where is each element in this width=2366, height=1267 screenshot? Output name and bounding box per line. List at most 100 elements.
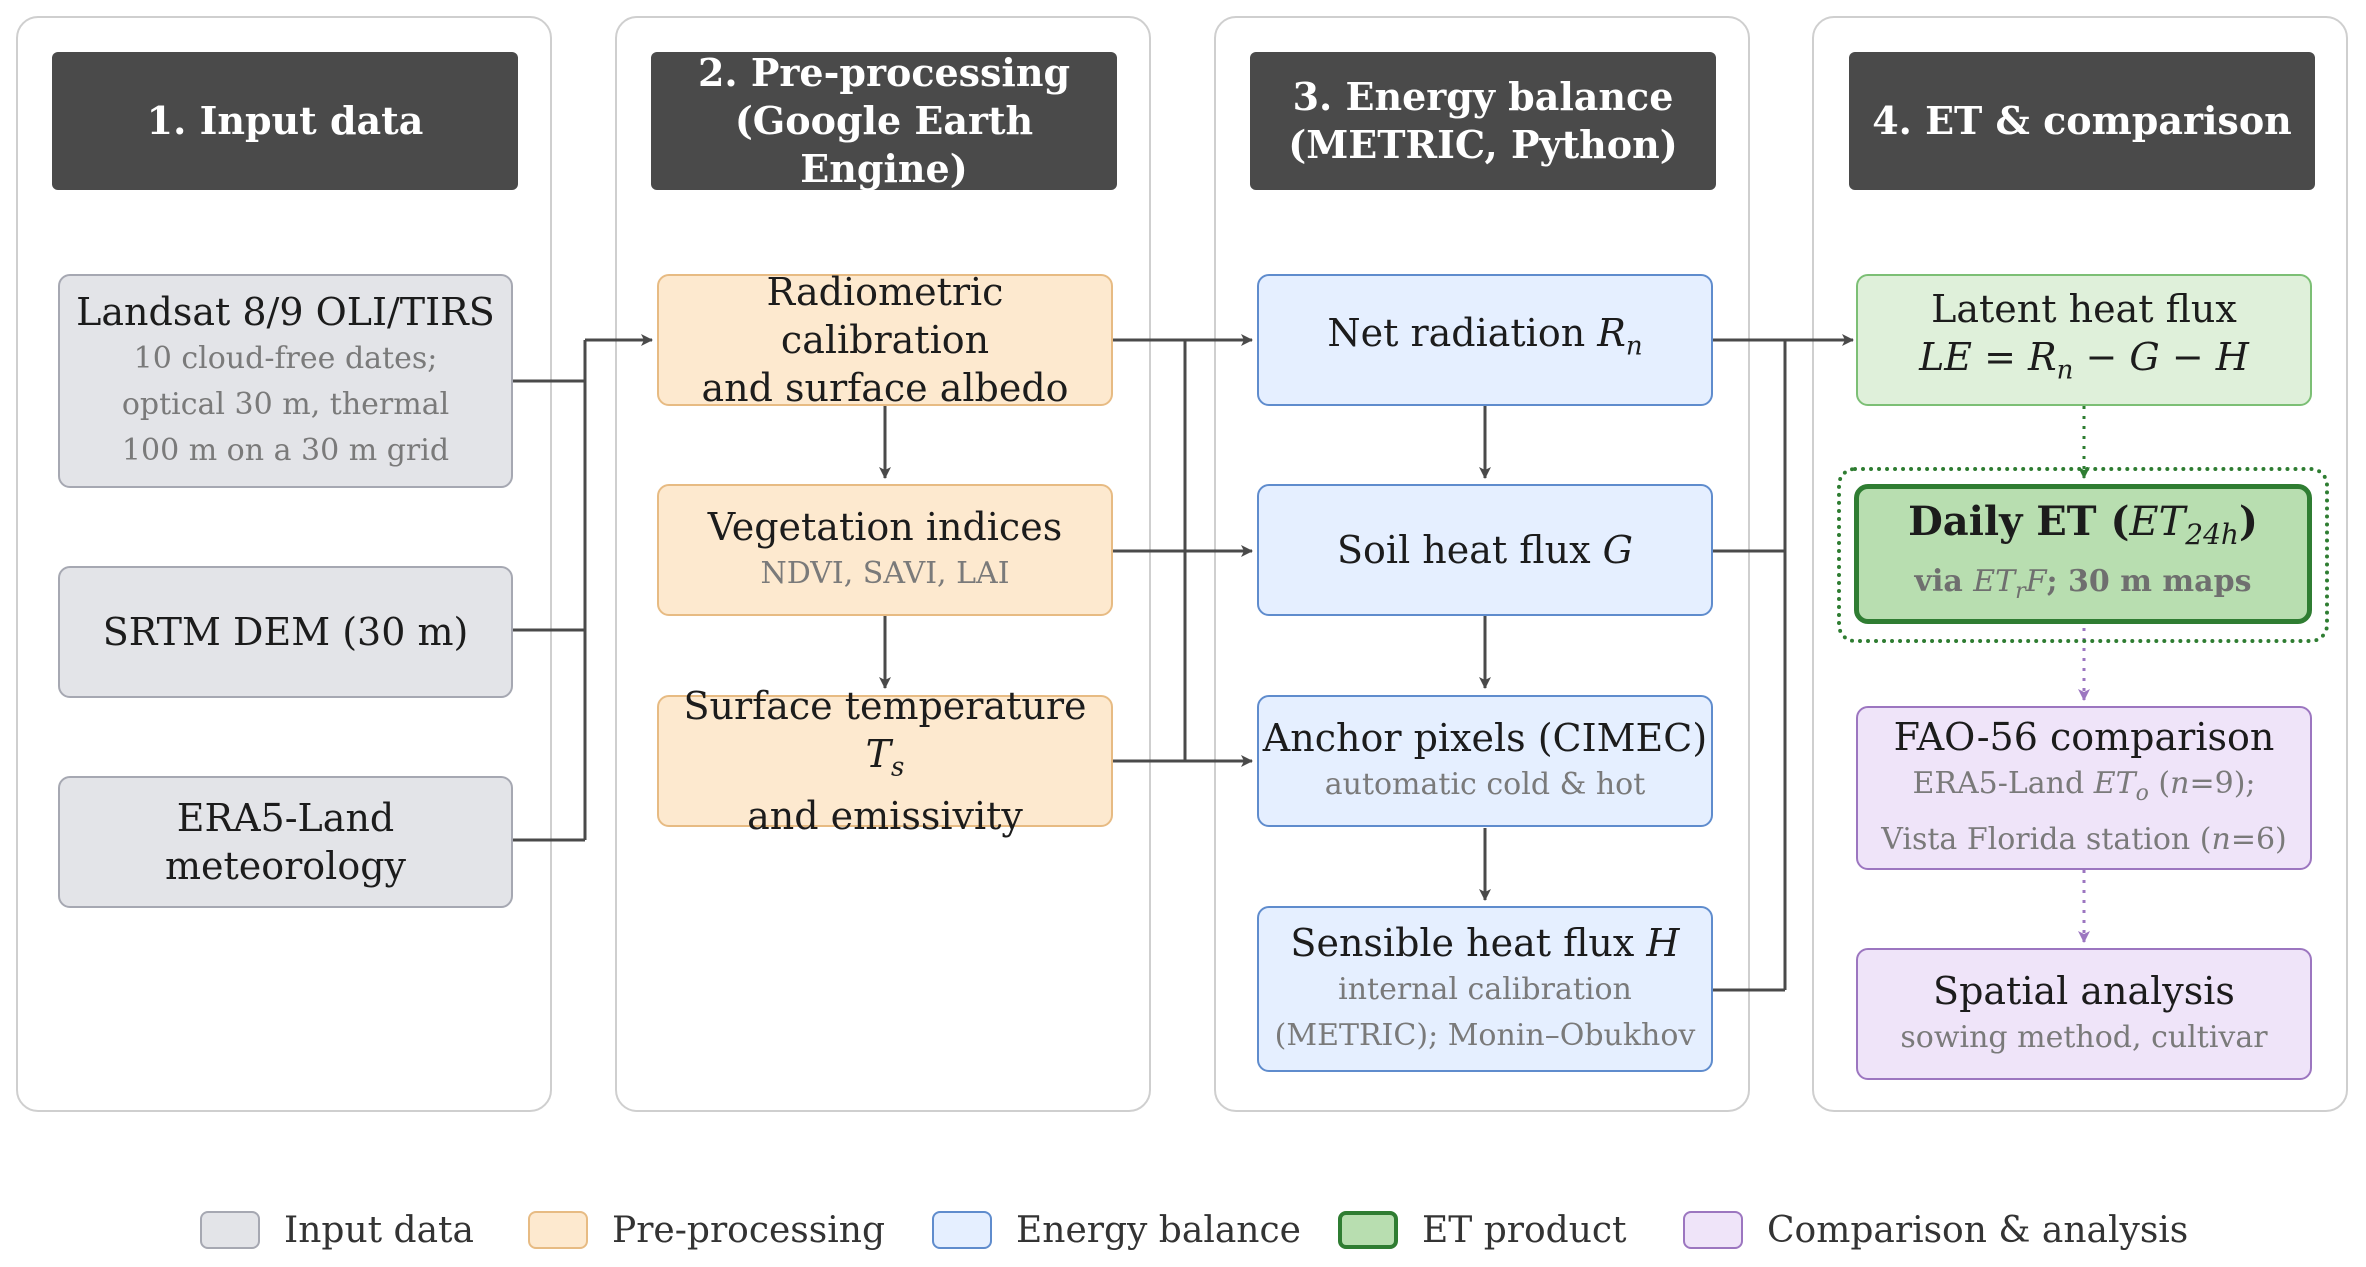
legend-input: Input data xyxy=(200,1208,474,1252)
landsat-line1: 10 cloud-free dates; xyxy=(133,341,438,376)
le-eq-rsub: n xyxy=(2056,355,2074,386)
rn-sub: n xyxy=(1625,331,1643,362)
spatial-title: Spatial analysis xyxy=(1933,969,2235,1013)
column-input xyxy=(16,16,552,1112)
daily-etrf-F: F xyxy=(2025,563,2047,599)
srtm-title: SRTM DEM (30 m) xyxy=(102,610,469,654)
box-fao56: FAO-56 comparison ERA5-Land ETo (n=9); V… xyxy=(1856,706,2312,870)
anchor-title: Anchor pixels (CIMEC) xyxy=(1262,716,1708,760)
h-title: Sensible heat flux H xyxy=(1290,919,1679,967)
daily-via: via ETrF; 30 m maps xyxy=(1915,561,2252,613)
legend-comparison: Comparison & analysis xyxy=(1683,1208,2188,1252)
header-energy-line2: (METRIC, Python) xyxy=(1288,122,1678,167)
rn-text: Net radiation xyxy=(1327,311,1598,356)
legend-energy: Energy balance xyxy=(932,1208,1301,1252)
legend-label-input: Input data xyxy=(284,1209,474,1251)
rn-sym: R xyxy=(1597,311,1626,356)
temp-line2: and emissivity xyxy=(747,793,1023,838)
box-radiometric: Radiometric calibration and surface albe… xyxy=(657,270,1113,410)
landsat-line3: 100 m on a 30 m grid xyxy=(121,433,450,468)
box-anchor-pixels: Anchor pixels (CIMEC) automatic cold & h… xyxy=(1257,695,1713,827)
legend-swatch-comparison xyxy=(1683,1211,1743,1249)
g-sym: G xyxy=(1602,528,1633,572)
le-equation: LE = Rn − G − H xyxy=(1919,333,2249,395)
radiometric-line1: Radiometric calibration xyxy=(766,270,1004,362)
le-eq-le: LE xyxy=(1919,335,1973,380)
fao-l1b: ( xyxy=(2148,766,2171,801)
le-eq-h: H xyxy=(2215,335,2249,380)
fao-l1c: =9); xyxy=(2189,766,2256,801)
header-et-text: 4. ET & comparison xyxy=(1872,98,2292,143)
daily-sym: ET xyxy=(2129,498,2186,545)
header-input-data-text: 1. Input data xyxy=(146,98,424,143)
fao-l1sub: o xyxy=(2135,781,2149,806)
legend-et-product: ET product xyxy=(1338,1208,1627,1252)
box-net-radiation: Net radiation Rn xyxy=(1257,274,1713,406)
h-line1: internal calibration xyxy=(1338,972,1632,1007)
le-eq-minus2: − xyxy=(2159,335,2216,380)
fao-title: FAO-56 comparison xyxy=(1893,715,2275,759)
daily-title: Daily ET (ET24h) xyxy=(1908,496,2258,561)
era5-line1: ERA5-Land xyxy=(176,796,395,840)
daily-sub: 24h xyxy=(2185,517,2239,551)
box-vegetation: Vegetation indices NDVI, SAVI, LAI xyxy=(657,484,1113,616)
veg-sub: NDVI, SAVI, LAI xyxy=(760,556,1010,591)
rn-title: Net radiation Rn xyxy=(1327,309,1642,371)
box-latent-heat: Latent heat flux LE = Rn − G − H xyxy=(1856,274,2312,406)
header-preprocessing-line1: 2. Pre-processing xyxy=(697,50,1071,95)
temp-title: Surface temperature Ts xyxy=(659,682,1111,792)
daily-et-highlight-frame xyxy=(1837,467,2329,643)
fao-l1sym: ET xyxy=(2093,766,2136,801)
daily-rest: ; 30 m maps xyxy=(2046,563,2252,599)
fao-line1: ERA5-Land ETo (n=9); xyxy=(1912,761,2255,817)
box-daily-et: Daily ET (ET24h) via ETrF; 30 m maps xyxy=(1854,484,2312,624)
landsat-line2: optical 30 m, thermal xyxy=(121,387,450,422)
box-landsat: Landsat 8/9 OLI/TIRS 10 cloud-free dates… xyxy=(58,274,513,488)
legend-preprocessing: Pre-processing xyxy=(528,1208,885,1252)
temp-sub: s xyxy=(891,752,905,783)
box-surface-temp: Surface temperature Ts and emissivity xyxy=(657,684,1113,838)
header-et-comparison: 4. ET & comparison xyxy=(1849,52,2315,190)
landsat-title: Landsat 8/9 OLI/TIRS xyxy=(76,290,495,334)
header-energy-line1: 3. Energy balance xyxy=(1292,74,1674,119)
legend-label-energy: Energy balance xyxy=(1016,1209,1301,1251)
daily-title-text: Daily ET ( xyxy=(1908,497,2130,545)
box-soil-heat: Soil heat flux G xyxy=(1257,484,1713,616)
daily-etrf-sub: r xyxy=(2015,578,2026,604)
le-eq-r: R xyxy=(2028,335,2057,380)
legend-swatch-et-product xyxy=(1338,1211,1398,1249)
header-input-data: 1. Input data xyxy=(52,52,518,190)
h-line2: (METRIC); Monin–Obukhov xyxy=(1274,1018,1696,1053)
g-title: Soil heat flux G xyxy=(1337,526,1633,574)
legend-swatch-input xyxy=(200,1211,260,1249)
legend-label-comparison: Comparison & analysis xyxy=(1767,1209,2189,1251)
daily-close: ) xyxy=(2238,497,2258,545)
header-energy-balance: 3. Energy balance (METRIC, Python) xyxy=(1250,52,1716,190)
box-era5: ERA5-Land meteorology xyxy=(58,776,513,908)
spatial-sub: sowing method, cultivar xyxy=(1900,1020,2268,1055)
box-sensible-heat: Sensible heat flux H internal calibratio… xyxy=(1257,906,1713,1072)
fao-l2a: Vista Florida station ( xyxy=(1881,822,2212,857)
h-text: Sensible heat flux xyxy=(1290,921,1647,965)
legend-label-et-product: ET product xyxy=(1422,1209,1627,1251)
legend-swatch-energy xyxy=(932,1211,992,1249)
era5-line2: meteorology xyxy=(164,844,407,888)
temp-sym: T xyxy=(865,732,891,777)
le-eq-minus1: − xyxy=(2073,335,2130,380)
temp-title-text: Surface temperature xyxy=(683,684,1087,729)
fao-l1n: n xyxy=(2170,766,2190,801)
box-srtm: SRTM DEM (30 m) xyxy=(58,566,513,698)
box-spatial-analysis: Spatial analysis sowing method, cultivar xyxy=(1856,948,2312,1080)
legend-swatch-preprocessing xyxy=(528,1211,588,1249)
radiometric-line2: and surface albedo xyxy=(701,366,1069,410)
daily-via-text: via xyxy=(1914,563,1974,599)
legend-label-preprocessing: Pre-processing xyxy=(612,1209,885,1251)
header-preprocessing-line2: (Google Earth Engine) xyxy=(734,98,1034,191)
anchor-sub: automatic cold & hot xyxy=(1324,767,1646,802)
le-eq-g: G xyxy=(2129,335,2160,380)
h-sym: H xyxy=(1646,921,1680,965)
le-title: Latent heat flux xyxy=(1931,287,2237,332)
veg-title: Vegetation indices xyxy=(707,505,1063,549)
fao-l2c: =6) xyxy=(2230,822,2287,857)
